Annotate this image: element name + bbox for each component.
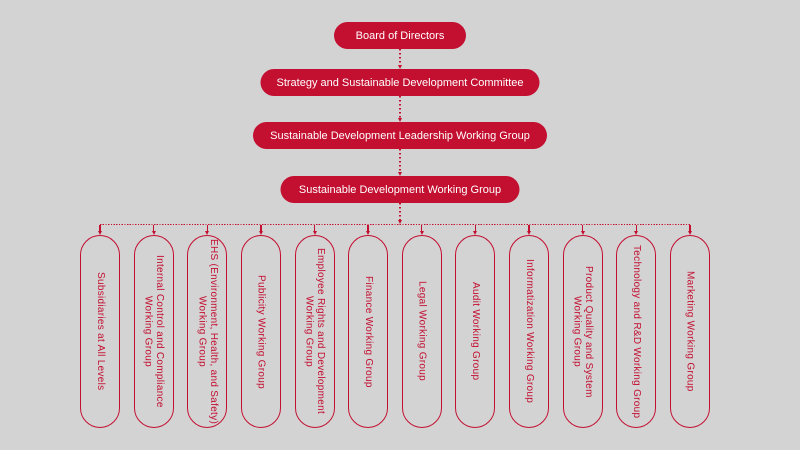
connector-committee-to-leadership bbox=[399, 96, 401, 120]
branch-finance: Finance Working Group bbox=[348, 224, 389, 428]
node-leadership-working-group: Sustainable Development Leadership Worki… bbox=[253, 122, 547, 149]
arrow-down-icon bbox=[687, 231, 692, 235]
branch-tick bbox=[689, 224, 691, 231]
branch-bus-line bbox=[100, 224, 690, 226]
branch-tick bbox=[206, 224, 208, 231]
arrow-down-icon bbox=[258, 231, 263, 235]
branch-tick bbox=[99, 224, 101, 231]
branch-marketing: Marketing Working Group bbox=[669, 224, 710, 428]
branch-tick bbox=[635, 224, 637, 231]
node-board-of-directors: Board of Directors bbox=[334, 22, 466, 49]
branch-subsidiaries: Subsidiaries at All Levels bbox=[80, 224, 120, 428]
branch-audit: Audit Working Group bbox=[455, 224, 496, 428]
branch-row: Subsidiaries at All Levels Internal Cont… bbox=[80, 224, 710, 428]
branch-tick bbox=[152, 224, 155, 231]
branch-publicity: Publicity Working Group bbox=[240, 224, 281, 428]
arrow-down-icon bbox=[580, 231, 585, 235]
connector-board-to-committee bbox=[399, 49, 401, 67]
arrow-down-icon bbox=[98, 231, 102, 235]
arrow-down-icon bbox=[205, 231, 210, 235]
arrow-down-icon bbox=[473, 231, 478, 235]
node-strategy-committee: Strategy and Sustainable Development Com… bbox=[260, 69, 540, 96]
branch-ehs: EHS (Environment, Health, and Safety)Wor… bbox=[187, 224, 228, 428]
branch-tick bbox=[474, 224, 477, 231]
branch-tick bbox=[581, 224, 584, 231]
branch-technology-rd: Technology and R&D Working Group bbox=[616, 224, 657, 428]
branch-legal: Legal Working Group bbox=[401, 224, 442, 428]
arrow-down-icon bbox=[151, 231, 156, 235]
connector-leadership-to-working-group bbox=[399, 149, 401, 174]
branch-tick bbox=[260, 224, 262, 231]
arrow-down-icon bbox=[527, 231, 531, 235]
arrow-down-icon bbox=[419, 231, 424, 235]
connector-working-group-to-branches bbox=[399, 203, 401, 222]
branch-informatization: Informatization Working Group bbox=[509, 224, 549, 428]
branch-tick bbox=[421, 224, 423, 231]
arrow-down-icon bbox=[312, 231, 317, 235]
branch-tick bbox=[367, 224, 369, 231]
arrow-down-icon bbox=[634, 231, 639, 235]
arrow-down-icon bbox=[366, 231, 371, 235]
node-sd-working-group: Sustainable Development Working Group bbox=[280, 176, 520, 203]
branch-tick bbox=[313, 224, 316, 231]
branch-tick bbox=[528, 224, 530, 231]
